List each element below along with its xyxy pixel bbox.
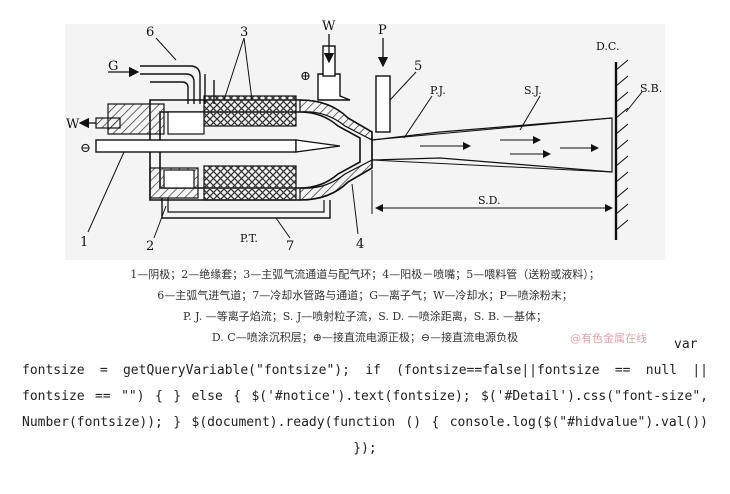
cooling-channel bbox=[161, 198, 331, 219]
label-3: 3 bbox=[240, 25, 248, 40]
inner-box-top bbox=[167, 111, 205, 135]
inner-box-bottom bbox=[163, 169, 195, 189]
label-dc: D.C. bbox=[596, 40, 619, 53]
label-w-left: W bbox=[66, 117, 80, 132]
watermark: @有色金属在线 bbox=[570, 332, 647, 345]
label-5: 5 bbox=[414, 59, 422, 74]
legend-line-2: 6—主弧气进气道；7—冷却水管路与通道；G—离子气；W—冷却水；P—喷涂粉末； bbox=[157, 289, 573, 302]
label-pt: P.T. bbox=[240, 232, 258, 245]
substrate-hatch bbox=[615, 59, 629, 231]
leader-lines bbox=[87, 37, 643, 239]
upper-insulation bbox=[203, 95, 297, 127]
label-sj: S.J. bbox=[524, 84, 542, 97]
label-g: G bbox=[108, 59, 118, 74]
label-sb: S.B. bbox=[640, 82, 662, 95]
script-source-text: var fontsize = getQueryVariable("fontsiz… bbox=[22, 337, 708, 456]
label-6: 6 bbox=[146, 25, 154, 40]
label-4: 4 bbox=[356, 237, 364, 252]
lower-insulation bbox=[203, 165, 297, 201]
legend-line-4: D. C—喷涂沉积层；⊕—接直流电源正极；⊖—接直流电源负极 bbox=[211, 331, 519, 344]
label-pj: P.J. bbox=[430, 84, 446, 97]
legend-line-3: P. J. —等离子焰流；S. J—喷射粒子流，S. D. —喷涂距离，S. B… bbox=[182, 310, 548, 323]
cathode-rod bbox=[95, 139, 297, 153]
plus-icon: ⊕ bbox=[300, 69, 311, 84]
label-w-top: W bbox=[322, 19, 336, 34]
minus-icon: ⊖ bbox=[80, 141, 91, 156]
water-outlet bbox=[95, 117, 121, 129]
label-sd: S.D. bbox=[478, 194, 501, 207]
spray-particle-arrows bbox=[420, 136, 599, 158]
label-2: 2 bbox=[146, 239, 154, 254]
feed-tube bbox=[375, 75, 391, 133]
label-7: 7 bbox=[286, 239, 294, 254]
label-1: 1 bbox=[80, 235, 88, 250]
cathode-tip bbox=[295, 139, 341, 153]
gas-inlet-pipes bbox=[140, 65, 215, 104]
label-p-top: P bbox=[378, 23, 387, 38]
legend-line-1: 1—阴极；2—绝缘套；3—主弧气流通道与配气环；4—阳极－喷嘴；5—喂料管（送粉… bbox=[130, 268, 600, 281]
plasma-spray-gun-diagram: 6 3 W P D.C. G ⊕ 5 P.J. S.J. S.B. W ⊖ S.… bbox=[65, 19, 665, 260]
